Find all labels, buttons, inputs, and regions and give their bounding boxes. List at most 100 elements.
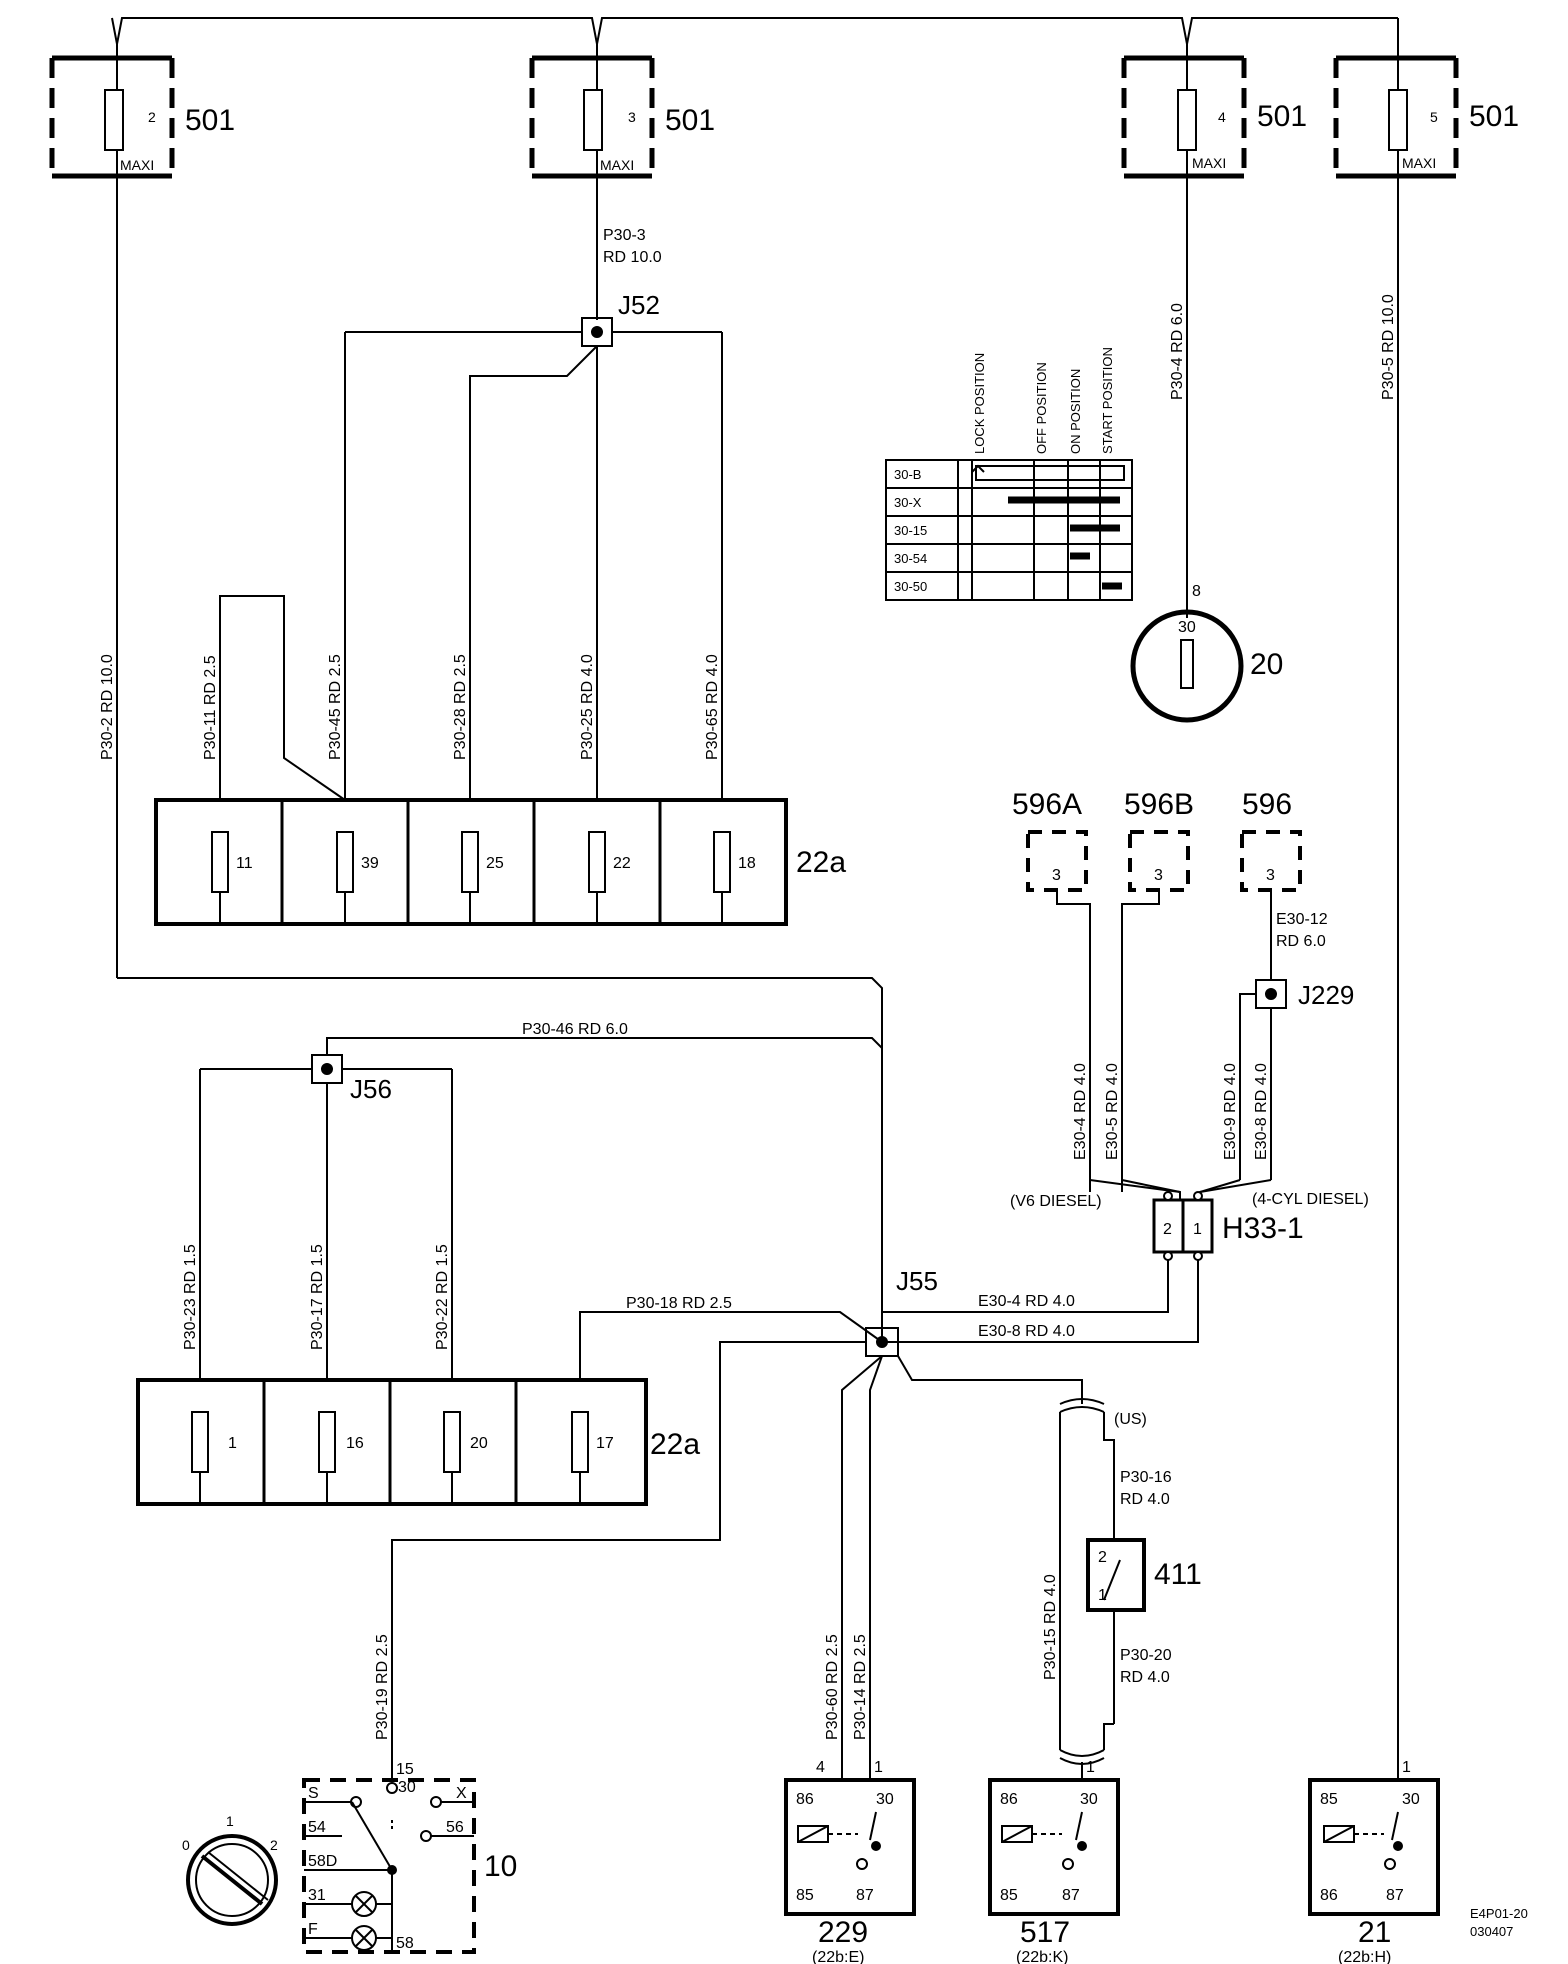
wire-p30-46-label: P30-46 RD 6.0 — [522, 1021, 628, 1038]
wire-p30-16-spec: RD 4.0 — [1120, 1491, 1170, 1508]
relay-517-pin-87: 87 — [1062, 1887, 1080, 1904]
junction-j56: J56 — [350, 1074, 392, 1104]
wire-p30-4-label: P30-4 RD 6.0 — [1169, 303, 1186, 400]
relay-517-in-1: 1 — [1086, 1759, 1095, 1776]
fusebox-22a-lower-label: 22a — [650, 1428, 700, 1461]
fuse-slot-5: 5 — [1430, 109, 1438, 125]
fuse-501-label: 501 — [1257, 100, 1307, 133]
wire-p30-23-label: P30-23 RD 1.5 — [182, 1244, 199, 1350]
wire-p30-28-label: P30-28 RD 2.5 — [452, 654, 469, 760]
fuse-25-label: 25 — [486, 855, 504, 872]
wire-p30-5-label: P30-5 RD 10.0 — [1380, 294, 1397, 400]
relay-229-pin-87: 87 — [856, 1887, 874, 1904]
junction-j52: J52 — [618, 290, 660, 320]
table-row-30b: 30-B — [894, 467, 921, 482]
wire-p30-11-label: P30-11 RD 2.5 — [202, 655, 219, 760]
relay-517-pin-86: 86 — [1000, 1791, 1018, 1808]
relay-229-pin-30: 30 — [876, 1791, 894, 1808]
h33-v6-note: (V6 DIESEL) — [1010, 1193, 1102, 1210]
relay-517-pin-85: 85 — [1000, 1887, 1018, 1904]
wire-e30-4-h-label: E30-4 RD 4.0 — [978, 1293, 1075, 1310]
knob-pos-0: 0 — [182, 1837, 190, 1853]
wire-p30-2-label: P30-2 RD 10.0 — [99, 654, 116, 760]
table-row-30-50: 30-50 — [894, 579, 927, 594]
wire-p30-22-label: P30-22 RD 1.5 — [434, 1244, 451, 1350]
connector-596-pin: 3 — [1266, 867, 1275, 884]
h33-4cyl-note: (4-CYL DIESEL) — [1252, 1191, 1369, 1208]
wire-p30-60-label: P30-60 RD 2.5 — [824, 1634, 841, 1740]
connector-596a-pin: 3 — [1052, 867, 1061, 884]
fuse-18-label: 18 — [738, 855, 756, 872]
switch-terminal-30: 30 — [398, 1779, 416, 1796]
junction-j55: J55 — [896, 1266, 938, 1296]
h33-label: H33-1 — [1222, 1212, 1304, 1245]
fuse-16-label: 16 — [346, 1435, 364, 1452]
table-header-lock: LOCK POSITION — [972, 353, 987, 454]
relay-517-label: 517 — [1020, 1916, 1070, 1949]
doc-id: E4P01-20 — [1470, 1906, 1528, 1921]
connector-596a-label: 596A — [1012, 788, 1082, 821]
wire-e30-12-spec: RD 6.0 — [1276, 933, 1326, 950]
table-row-30-15: 30-15 — [894, 523, 927, 538]
doc-date: 030407 — [1470, 1924, 1513, 1939]
maxi-label: MAXI — [120, 157, 154, 173]
table-row-30x: 30-X — [894, 495, 922, 510]
fuse-22-label: 22 — [613, 855, 631, 872]
wire-p30-16-label: P30-16 — [1120, 1469, 1172, 1486]
table-row-30-54: 30-54 — [894, 551, 927, 566]
connector-596b-label: 596B — [1124, 788, 1194, 821]
wire-e30-12-label: E30-12 — [1276, 911, 1328, 928]
table-header-start: START POSITION — [1100, 347, 1115, 454]
wire-p30-20-spec: RD 4.0 — [1120, 1669, 1170, 1686]
h33-pin-1: 1 — [1193, 1221, 1202, 1238]
wire-p30-17-label: P30-17 RD 1.5 — [309, 1244, 326, 1350]
fuse-11-label: 11 — [236, 855, 253, 872]
wire-e30-4-label: E30-4 RD 4.0 — [1072, 1063, 1089, 1160]
wire-p30-18-label: P30-18 RD 2.5 — [626, 1295, 732, 1312]
relay-21-in-1: 1 — [1402, 1759, 1411, 1776]
wire-p30-15-label: P30-15 RD 4.0 — [1042, 1574, 1059, 1680]
fuse-501-4-box — [1121, 55, 1247, 179]
relay-21-location: (22b:H) — [1338, 1949, 1391, 1964]
fuse-17-label: 17 — [596, 1435, 614, 1452]
maxi-label: MAXI — [1192, 155, 1226, 171]
ignition-pin-8: 8 — [1192, 583, 1201, 600]
relay-21-label: 21 — [1358, 1916, 1391, 1949]
fuse-501-5-box — [1333, 55, 1459, 179]
relay-229-label: 229 — [818, 1916, 868, 1949]
fuse-501-label: 501 — [665, 104, 715, 137]
ignition-switch-label: 20 — [1250, 648, 1283, 681]
us-note: (US) — [1114, 1411, 1147, 1428]
fuse-slot-4: 4 — [1218, 109, 1226, 125]
fuse-501-label: 501 — [1469, 100, 1519, 133]
wire-p30-20-label: P30-20 — [1120, 1647, 1172, 1664]
relay-411-pin-1: 1 — [1098, 1587, 1107, 1604]
wire-p30-25-label: P30-25 RD 4.0 — [579, 654, 596, 760]
wire-e30-8-h-label: E30-8 RD 4.0 — [978, 1323, 1075, 1340]
relay-21-pin-85: 85 — [1320, 1791, 1338, 1808]
wire-p30-3-spec: RD 10.0 — [603, 249, 662, 266]
connector-596b-pin: 3 — [1154, 867, 1163, 884]
fuse-1-label: 1 — [228, 1435, 237, 1452]
fuse-slot-2: 2 — [148, 109, 156, 125]
fuse-501-2-box — [49, 55, 175, 179]
fuse-20-label: 20 — [470, 1435, 488, 1452]
relay-229-pin-86: 86 — [796, 1791, 814, 1808]
relay-411-label: 411 — [1154, 1558, 1202, 1591]
maxi-label: MAXI — [600, 157, 634, 173]
relay-517-pin-30: 30 — [1080, 1791, 1098, 1808]
wire-e30-8-label: E30-8 RD 4.0 — [1253, 1063, 1270, 1160]
knob-pos-2: 2 — [270, 1837, 278, 1853]
wire-e30-9-label: E30-9 RD 4.0 — [1222, 1063, 1239, 1160]
switch-terminal-15: 15 — [396, 1761, 414, 1778]
maxi-label: MAXI — [1402, 155, 1436, 171]
switch-terminal-31: 31 — [308, 1887, 326, 1904]
knob-pos-1: 1 — [226, 1813, 234, 1829]
ignition-terminal-30: 30 — [1178, 619, 1196, 636]
switch-10-label: 10 — [484, 1850, 517, 1883]
wire-p30-19-label: P30-19 RD 2.5 — [374, 1634, 391, 1740]
switch-terminal-f: F — [308, 1921, 318, 1938]
fuse-501-label: 501 — [185, 104, 235, 137]
junction-j229: J229 — [1298, 980, 1354, 1010]
